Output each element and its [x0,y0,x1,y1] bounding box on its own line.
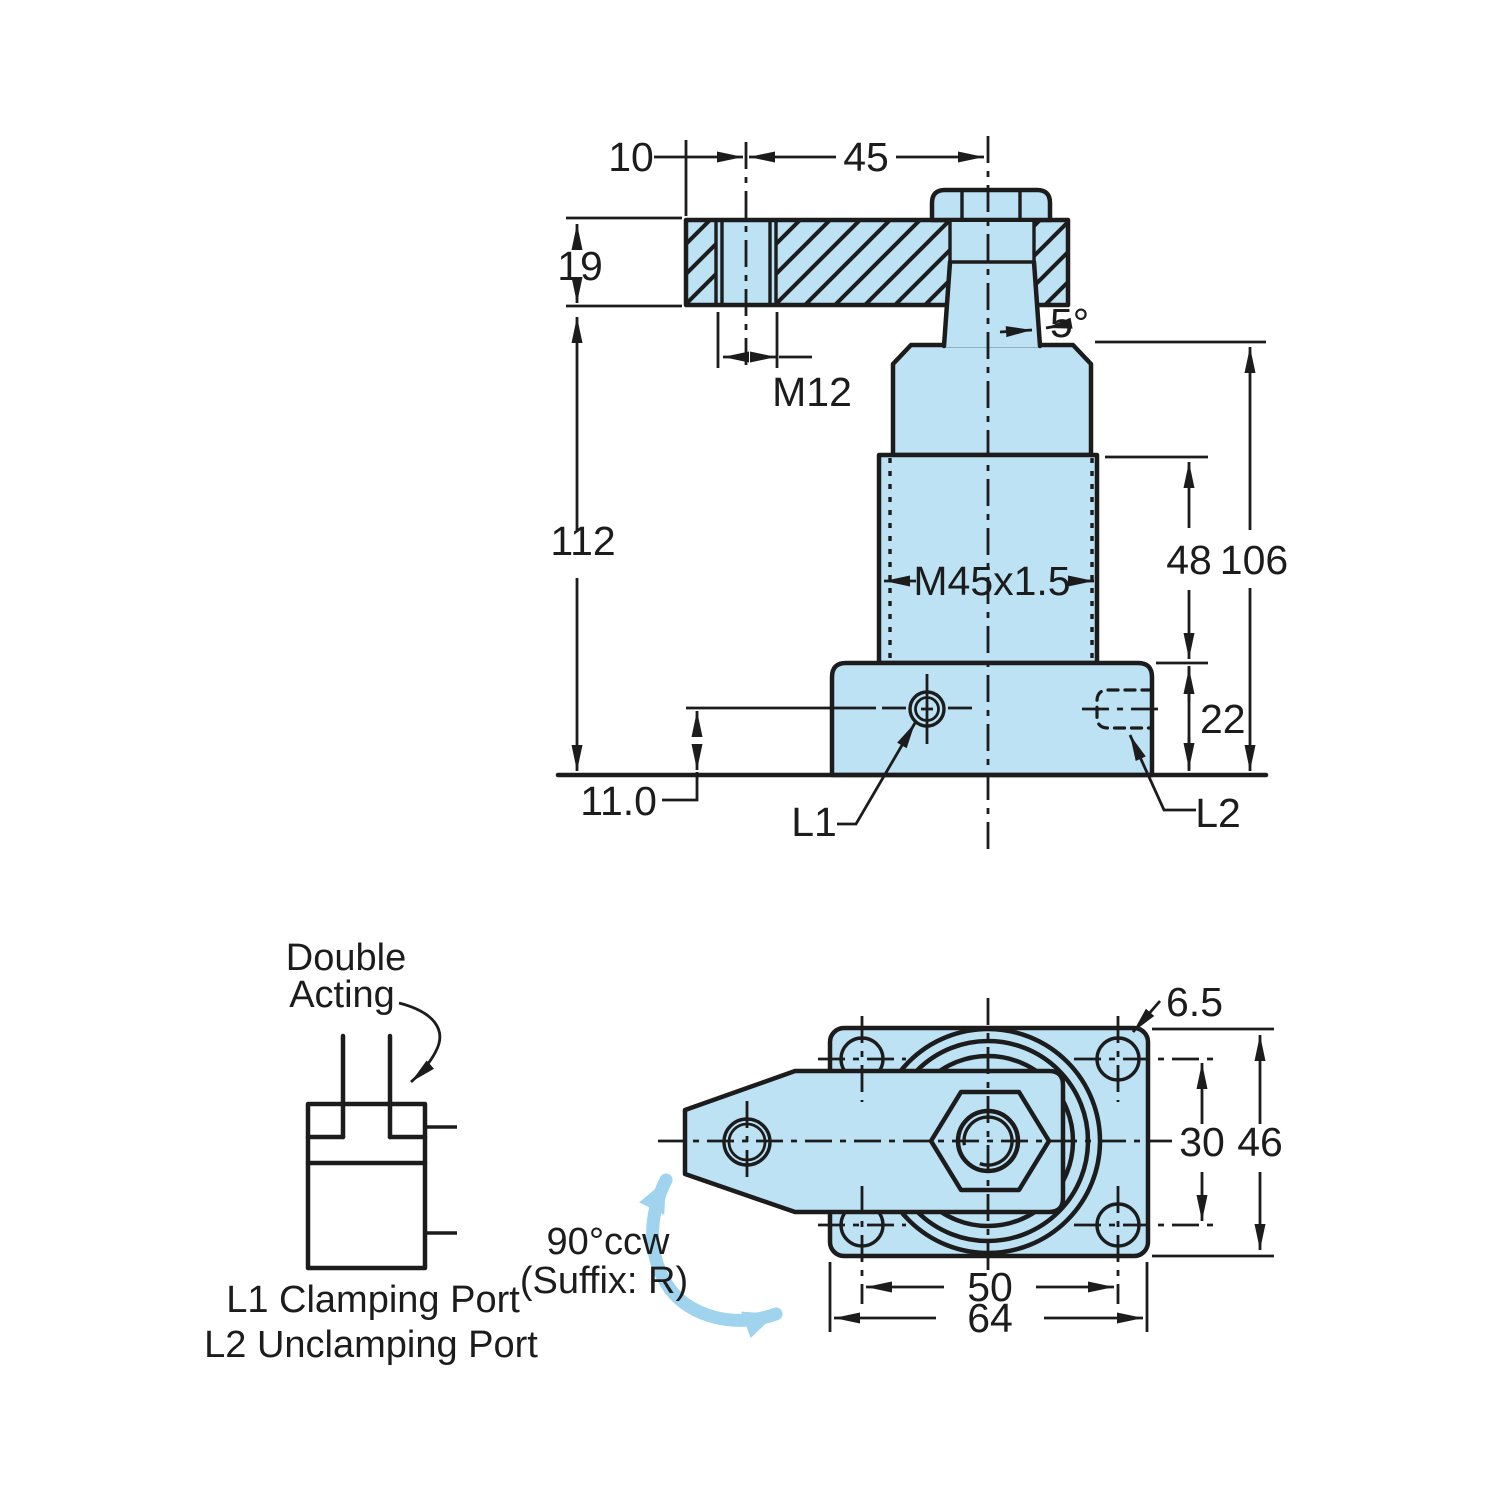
l1-crosshair [921,674,933,744]
dim-arm-length: 45 [749,134,984,180]
dim-hole-spacing-vertical: 30 [1179,1063,1225,1221]
arm-hatch [776,220,950,305]
dim-46-label: 46 [1237,1119,1283,1165]
hex-nut [929,187,1053,223]
dim-body-thread: M45x1.5 [884,558,1094,604]
port-stubs [425,1125,457,1235]
l1-label: L1 [791,799,837,845]
dim-arm-length-label: 45 [843,134,889,180]
legend-l1: L1 Clamping Port [226,1279,520,1321]
rotation-label-line1: 90°ccw [547,1221,670,1263]
dim-11-label: 11.0 [580,778,657,824]
hex-nut-facets [960,192,1022,219]
mounting-flange [829,660,1155,778]
dim-arm-thickness-label: 19 [557,243,603,289]
taper-angle-label: 5° [1050,300,1089,346]
dim-22-label: 22 [1200,696,1246,742]
dim-arm-thickness: 19 [557,216,682,308]
dim-height-under-arm: 112 [550,317,616,771]
arm-thread-hole-walls [714,221,778,304]
cylinder-upper-body [890,342,1094,458]
top-view: 6.5 30 46 50 64 90°ccw (Suffix: R) [520,979,1283,1341]
rod-taper-lines [941,259,1043,349]
rod-lines [340,1033,393,1140]
bolt-hole-center-lines-h [818,1057,1218,1227]
legend-l2: L2 Unclamping Port [204,1324,538,1366]
l2-leader: L2 [1128,734,1241,836]
piston-lines [305,1134,428,1166]
arm-thread-label: M12 [772,369,852,415]
dim-base-height: 22 [1183,666,1246,771]
dim-thread-length: 48 [1105,455,1212,665]
arm-hatch [1034,220,1068,305]
rod-seat-lines [948,220,1036,264]
dim-arm-offset: 10 [608,134,743,216]
side-view: 10 45 19 M12 5° 112 [550,134,1288,856]
body-thread-label: M45x1.5 [913,558,1070,604]
dim-6-5-label: 6.5 [1166,979,1223,1025]
rotation-arrow [639,1173,783,1338]
dim-112-label: 112 [550,518,615,564]
piston-rod [944,222,1040,347]
dim-50-label: 50 [967,1264,1013,1310]
arm-hatch [686,220,716,305]
cylinder-symbol-body [305,1101,428,1271]
dim-hole-spacing-horizontal: 50 [866,1264,1114,1310]
dim-arm-thread: M12 [716,312,852,415]
dim-flange-width: 64 [828,1262,1149,1341]
dim-30-label: 30 [1179,1119,1225,1165]
dim-48-label: 48 [1166,537,1212,583]
schematic-caption-line1: Double [286,937,406,979]
rotation-annotation: 90°ccw (Suffix: R) [520,1173,783,1338]
rotation-label-line2: (Suffix: R) [520,1260,688,1302]
l1-leader: L1 [791,722,917,845]
caption-pointer-arrow [398,1001,442,1084]
hydraulic-schematic: Double Acting L1 Clamping Port L2 Unclam… [204,937,538,1366]
dim-flange-depth: 46 [1152,1027,1283,1258]
nut-hexagon [928,1089,1052,1193]
rod-thread-arc [962,1115,1014,1167]
dim-106-label: 106 [1220,537,1288,583]
l2-label: L2 [1195,790,1241,836]
dim-arm-offset-label: 10 [608,134,654,180]
schematic-caption-line2: Acting [289,974,395,1016]
dim-total-height: 106 [1095,340,1288,771]
dim-taper-angle: 5° [999,300,1089,346]
dim-port-height: 11.0 [580,711,703,824]
dim-bolt-hole: 6.5 [1131,979,1223,1033]
dim-64-label: 64 [967,1295,1013,1341]
